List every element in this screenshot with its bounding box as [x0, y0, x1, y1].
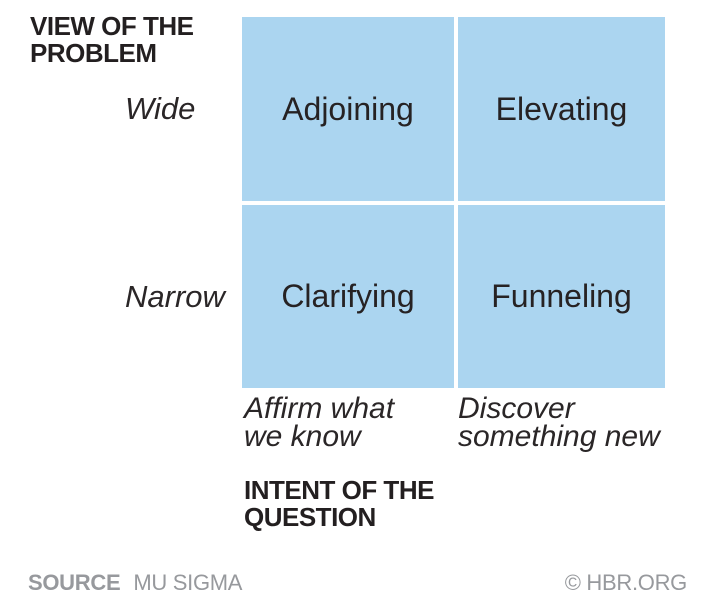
- source-value: MU SIGMA: [133, 570, 243, 595]
- quadrant-elevating: Elevating: [458, 17, 665, 201]
- quadrant-grid: Adjoining Elevating Clarifying Funneling: [242, 17, 665, 388]
- source-line: SOURCE MU SIGMA: [28, 570, 242, 596]
- x-axis-label-affirm-what-we-know: Affirm what we know: [244, 392, 395, 453]
- x-axis-title: INTENT OF THE QUESTION: [244, 475, 434, 532]
- figure-footer: SOURCE MU SIGMA © HBR.ORG: [28, 570, 687, 596]
- y-axis-label-narrow: Narrow: [125, 278, 225, 314]
- y-axis-title: VIEW OF THE PROBLEM: [30, 11, 194, 68]
- y-axis-label-wide: Wide: [125, 91, 196, 126]
- copyright-credit: © HBR.ORG: [564, 570, 688, 595]
- x-axis-label-discover-something-new: Discover something new: [458, 392, 660, 453]
- quadrant-funneling: Funneling: [458, 205, 665, 388]
- quadrant-clarifying: Clarifying: [242, 205, 454, 388]
- source-label: SOURCE: [28, 570, 121, 595]
- quadrant-adjoining: Adjoining: [242, 17, 454, 201]
